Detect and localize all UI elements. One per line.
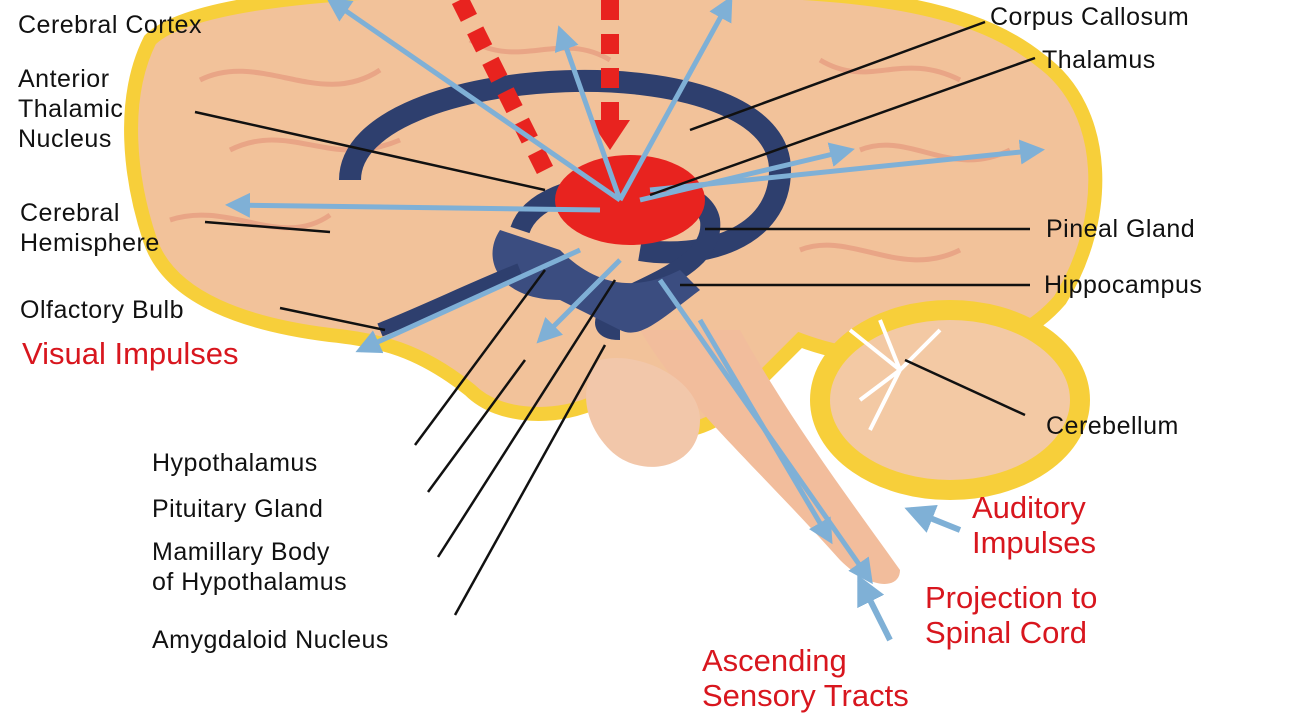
auditory-arrow	[910, 510, 960, 530]
label-thalamus: Thalamus	[1042, 45, 1156, 75]
label-cerebellum: Cerebellum	[1046, 411, 1179, 441]
label-corpus-callosum: Corpus Callosum	[990, 2, 1189, 32]
label-amygdaloid-nucleus: Amygdaloid Nucleus	[152, 625, 389, 655]
label-olfactory-bulb: Olfactory Bulb	[20, 295, 184, 325]
label-auditory-impulses: Auditory Impulses	[972, 490, 1096, 560]
label-anterior-thalamic-nucleus: Anterior Thalamic Nucleus	[18, 64, 123, 154]
label-mamillary-body: Mamillary Body of Hypothalamus	[152, 537, 347, 597]
label-pituitary-gland: Pituitary Gland	[152, 494, 323, 524]
label-projection-to-spinal-cord: Projection to Spinal Cord	[925, 580, 1097, 650]
label-cerebral-hemisphere: Cerebral Hemisphere	[20, 198, 160, 258]
label-pineal-gland: Pineal Gland	[1046, 214, 1195, 244]
label-hypothalamus: Hypothalamus	[152, 448, 318, 478]
sensory-tract-arrow	[860, 580, 890, 640]
label-visual-impulses: Visual Impulses	[22, 336, 239, 371]
label-ascending-sensory-tracts: Ascending Sensory Tracts	[702, 643, 909, 713]
label-cerebral-cortex: Cerebral Cortex	[18, 10, 202, 40]
label-hippocampus: Hippocampus	[1044, 270, 1202, 300]
